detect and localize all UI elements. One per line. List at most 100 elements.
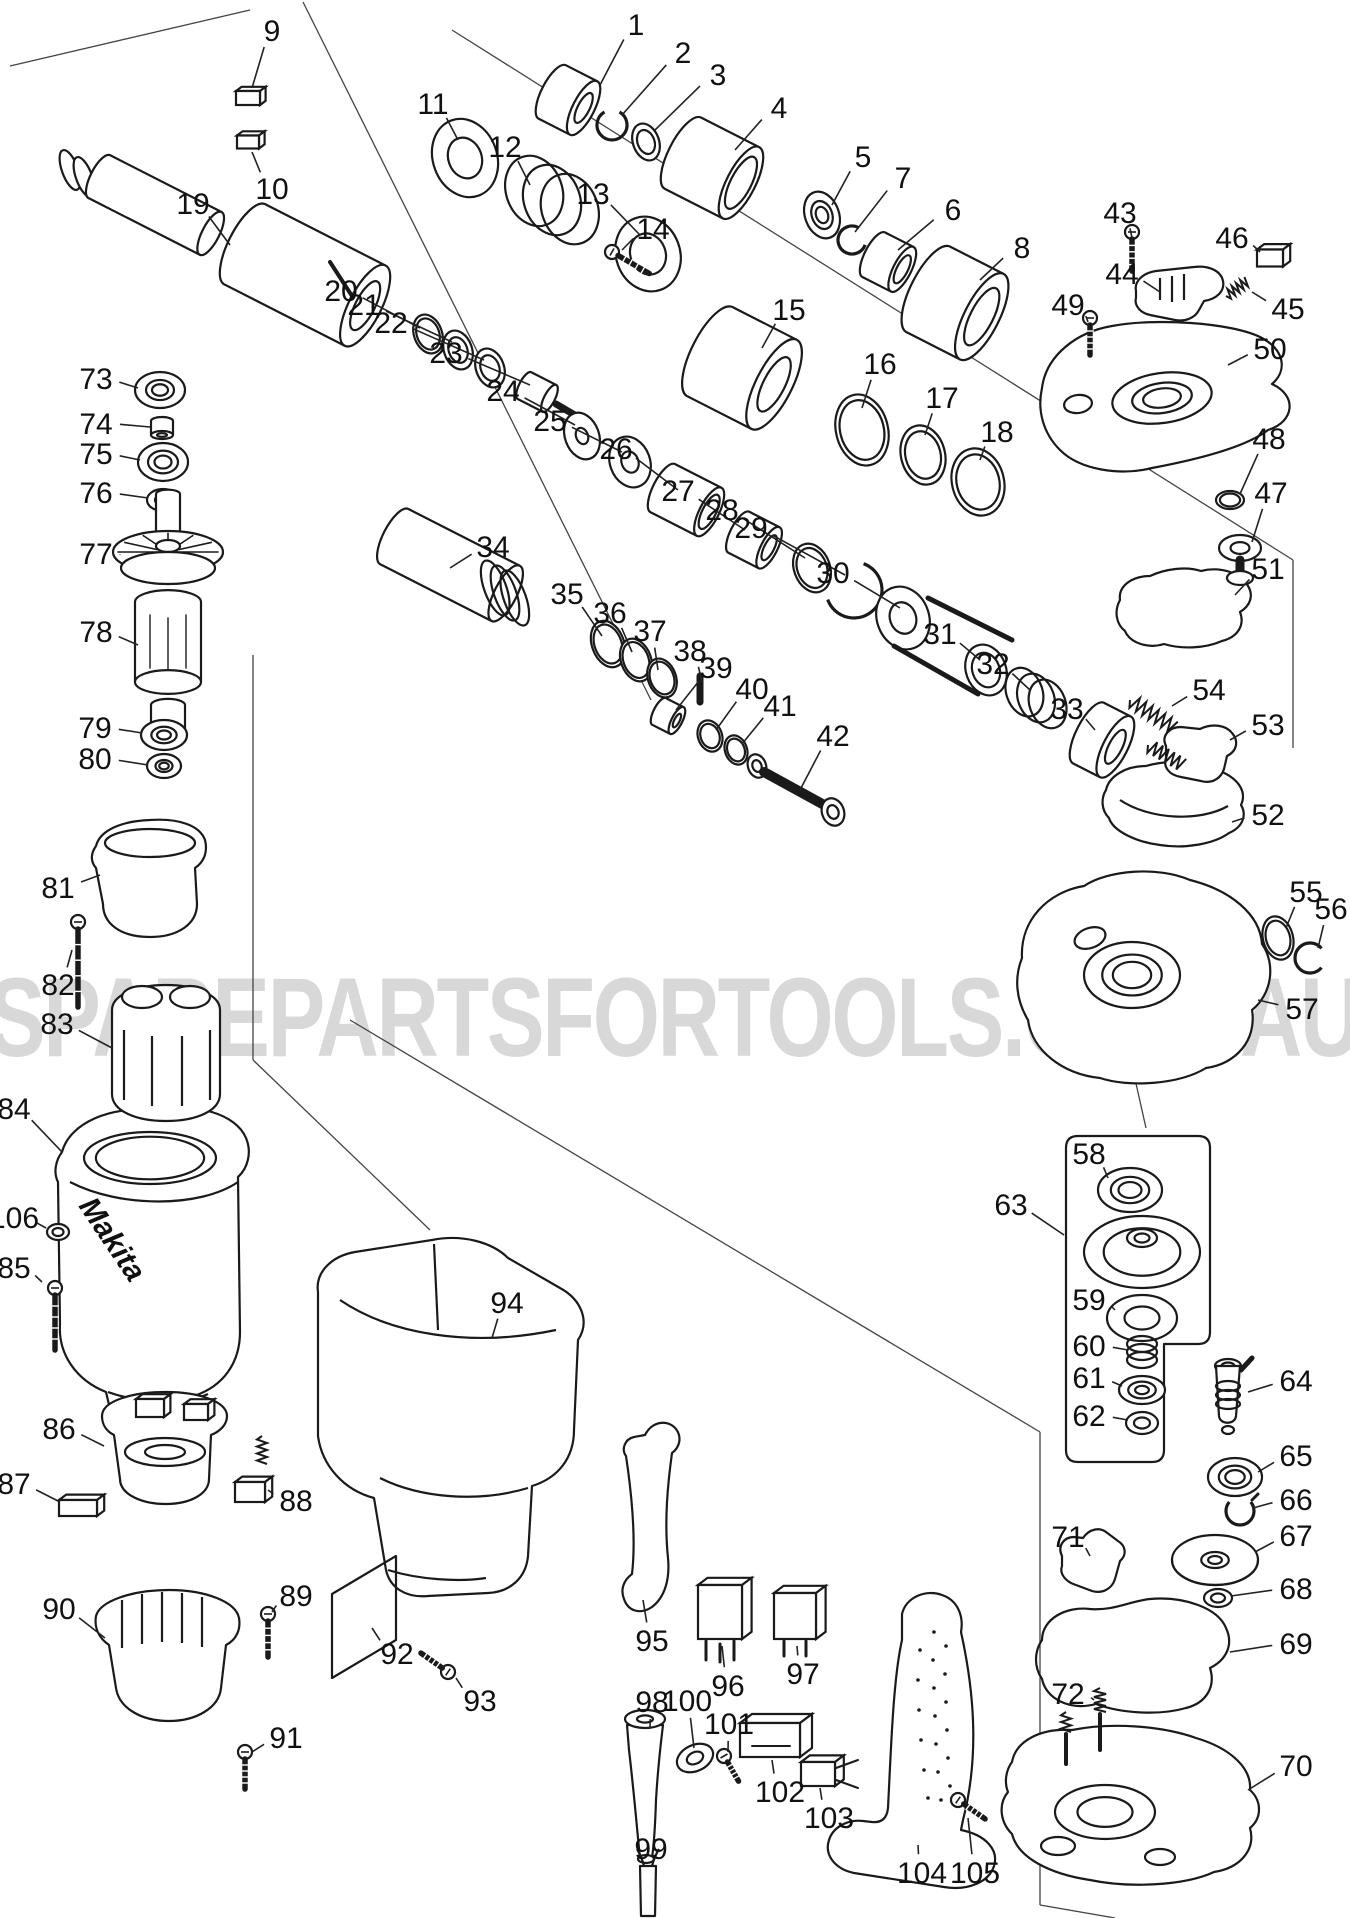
part-label-25: 25: [533, 405, 566, 438]
part-label-63: 63: [994, 1189, 1027, 1222]
leader-81: [80, 874, 101, 883]
part-label-15: 15: [772, 294, 805, 327]
leader-5: [831, 170, 851, 206]
part-62-drawing: [1124, 1410, 1160, 1436]
part-label-47: 47: [1254, 477, 1287, 510]
part-label-69: 69: [1279, 1628, 1312, 1661]
part-label-78: 78: [79, 616, 112, 649]
leader-54: [1171, 695, 1188, 707]
part-label-87: 87: [0, 1468, 31, 1501]
part-label-20: 20: [324, 275, 357, 308]
part-label-100: 100: [662, 1685, 712, 1718]
part-15-drawing: [681, 305, 803, 431]
part-12-drawing: [504, 154, 600, 246]
part-51-drawing: [1115, 567, 1252, 649]
part-102-drawing: [736, 1711, 816, 1760]
part-label-75: 75: [79, 438, 112, 471]
leader-66: [1252, 1501, 1273, 1509]
part-label-3: 3: [710, 59, 727, 92]
part-101-drawing: [715, 1747, 742, 1784]
leader-7: [854, 190, 888, 233]
leader-90: [78, 1617, 106, 1639]
leader-31: [959, 642, 981, 661]
part-70-drawing: [1000, 1724, 1261, 1886]
part-14-drawing: [603, 243, 652, 277]
leader-42: [799, 750, 822, 791]
part-67-drawing: [1170, 1533, 1260, 1587]
leader-27: [698, 498, 746, 531]
leader-33: [1085, 718, 1096, 731]
part-label-11: 11: [417, 88, 448, 121]
leader-43: [1129, 228, 1133, 239]
part-54-drawing: [1128, 694, 1179, 735]
part-53-drawing: [1163, 724, 1238, 783]
leader-63: [1031, 1212, 1065, 1236]
part-47-drawing: [1217, 533, 1263, 587]
part-57-drawing: [1016, 870, 1272, 1085]
leader-73: [119, 381, 139, 389]
leader-12: [517, 160, 531, 186]
part-43-drawing: [1123, 223, 1141, 274]
leader-91: [251, 1743, 265, 1753]
frame-line: [9, 9, 251, 67]
part-82-drawing: [69, 913, 87, 1010]
part-65-drawing: [1206, 1456, 1264, 1498]
part-label-90: 90: [42, 1593, 75, 1626]
leader-69: [1229, 1644, 1273, 1653]
part-label-33: 33: [1050, 693, 1083, 726]
leader-55: [1285, 906, 1296, 929]
leader-lines: [31, 39, 1325, 1867]
part-label-67: 67: [1279, 1520, 1312, 1553]
part-label-74: 74: [79, 408, 112, 441]
part-label-2: 2: [675, 37, 692, 70]
part-label-58: 58: [1072, 1138, 1105, 1171]
part-label-104: 104: [897, 1857, 947, 1890]
leader-11: [445, 117, 459, 141]
leader-24: [524, 397, 576, 426]
leader-47: [1251, 508, 1264, 543]
leader-71: [1085, 1547, 1091, 1557]
part-2-drawing: [595, 110, 629, 142]
part-56-drawing: [1293, 941, 1323, 975]
part-label-17: 17: [925, 382, 958, 415]
leader-100: [689, 1717, 695, 1749]
part-52-drawing: [1101, 760, 1245, 848]
part-label-44: 44: [1105, 258, 1138, 291]
part-label-65: 65: [1279, 1440, 1312, 1473]
leader-60: [1112, 1346, 1129, 1351]
leader-105: [967, 1817, 973, 1855]
part-label-71: 71: [1051, 1521, 1084, 1554]
part-label-7: 7: [895, 162, 912, 195]
part-80-drawing: [145, 752, 183, 780]
part-85-drawing: [46, 1279, 64, 1353]
leader-8: [979, 257, 1004, 281]
part-11-drawing: [430, 117, 500, 199]
part-label-103: 103: [804, 1802, 854, 1835]
part-48-drawing: [1214, 489, 1246, 511]
part-label-92: 92: [380, 1638, 413, 1671]
leader-16: [861, 379, 872, 409]
part-label-14: 14: [636, 213, 669, 246]
part-label-91: 91: [269, 1722, 302, 1755]
part-32-drawing: [1004, 666, 1068, 730]
part-label-86: 86: [42, 1413, 75, 1446]
leader-4: [734, 119, 763, 151]
part-label-60: 60: [1072, 1330, 1105, 1363]
part-label-43: 43: [1103, 197, 1136, 230]
part-label-54: 54: [1192, 674, 1225, 707]
leader-14: [621, 237, 634, 251]
leader-87: [35, 1489, 61, 1503]
part-95-drawing: [621, 1421, 681, 1613]
leader-38: [697, 666, 703, 683]
part-label-31: 31: [923, 618, 956, 651]
part-label-57: 57: [1285, 993, 1318, 1026]
part-87-drawing: [55, 1492, 108, 1519]
leader-88: [267, 1489, 274, 1495]
part-label-45: 45: [1271, 293, 1304, 326]
part-label-102: 102: [755, 1776, 805, 1809]
part-19-drawing: [58, 148, 392, 348]
part-label-8: 8: [1014, 232, 1031, 265]
leader-62: [1112, 1416, 1129, 1421]
part-label-1: 1: [628, 9, 645, 42]
